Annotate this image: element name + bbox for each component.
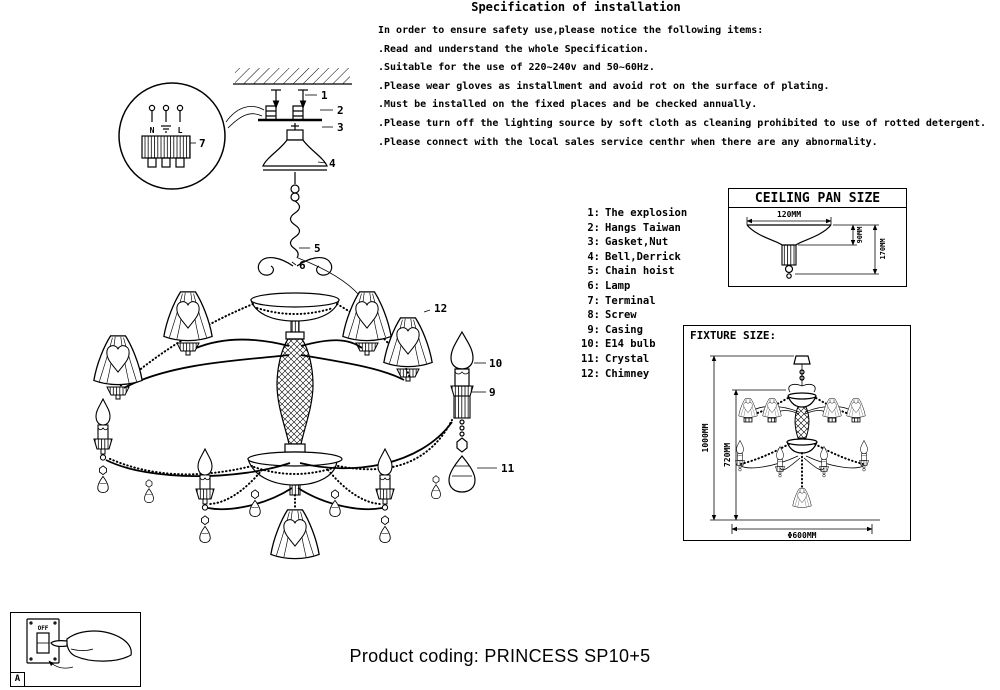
product-coding: Product coding: PRINCESS SP10+5 [349,646,651,666]
chandelier-diagram: N L [93,68,515,560]
instructions-intro: In order to ensure safety use,please not… [378,25,764,36]
callout-4: 4 [329,157,336,170]
parts-list-item: 12:Chimney [581,367,650,380]
parts-list-item: 10:E14 bulb [581,338,656,351]
fixture-size-box: FIXTURE SIZE: [683,325,911,541]
fixture-dimensions: 1000MM 720MM Φ600MM [701,355,880,538]
terminal-label-l: L [178,126,183,135]
ceiling-mount [233,68,352,130]
ceiling-pan-height-label: 170MM [879,238,887,259]
parts-list-item: 5:Chain hoist [587,265,675,278]
callout-3: 3 [337,121,344,134]
parts-list-item: 3:Gasket,Nut [587,236,669,249]
instruction-item: .Read and understand the whole Specifica… [378,43,649,55]
instruction-item: .Please turn off the lighting source by … [378,117,987,129]
callout-2: 2 [337,104,344,117]
callout-9: 9 [489,386,496,399]
bottom-pendant [249,489,341,560]
callouts: 1 2 3 4 5 6 7 12 10 9 11 [190,89,515,475]
lamp-detail [448,330,476,493]
canopy-bell [262,129,328,202]
parts-list-item: 7:Terminal [587,294,656,307]
fixture-total-height-label: 1000MM [701,423,710,452]
instruction-item: .Please wear gloves as installment and a… [378,80,830,92]
switch-off-label: OFF [38,625,49,632]
ceiling-pan-diagram: 120MM 90MM 170MM [746,210,887,279]
mini-chandelier [735,355,869,508]
chimney-shade [342,291,392,342]
center-column [276,331,314,453]
fixture-diameter-label: Φ600MM [788,531,817,538]
ceiling-pan-title: CEILING PAN SIZE [729,189,906,208]
switch-illustration: OFF [26,618,132,669]
parts-list-item: 8:Screw [587,309,637,322]
chimney-shade [383,317,433,368]
parts-list-item: 6:Lamp [587,279,631,292]
ceiling-pan-width-label: 120MM [777,210,801,219]
callout-5: 5 [314,242,321,255]
lower-bowl [247,451,343,496]
callout-1: 1 [321,89,328,102]
callout-6: 6 [299,259,306,272]
terminal-detail: N L [118,82,265,190]
switch-instruction-box: OFF A [10,612,141,687]
callout-12: 12 [434,302,447,315]
scroll-ornaments [257,256,333,276]
parts-list-item: 2:Hangs Taiwan [587,221,681,234]
fixture-body-height-label: 720MM [723,443,732,467]
chimney-shade [270,509,320,560]
instruction-item: .Must be installed on the fixed places a… [378,99,758,111]
safety-instructions: In order to ensure safety use,please not… [378,22,998,152]
hand-icon [50,630,132,662]
instruction-item: .Please connect with the local sales ser… [378,136,878,148]
figure-corner-label: A [11,672,25,686]
ceiling-pan-depth-label: 90MM [856,227,864,244]
callout-10: 10 [489,357,502,370]
page-title: Specification of installation [471,0,681,14]
terminal-label-n: N [150,126,155,135]
terminal-screws [148,104,184,122]
callout-11: 11 [501,462,515,475]
fixture-size-title: FIXTURE SIZE: [690,329,777,342]
parts-list-item: 11:Crystal [581,352,650,365]
callout-7: 7 [199,137,206,150]
earth-symbol-icon [161,125,171,133]
chimney-shade [93,335,143,386]
parts-list-item: 9:Casing [587,323,643,336]
chimney-shade [163,291,213,342]
parts-list: 1:The explosion 2:Hangs Taiwan 3:Gasket,… [578,206,687,381]
ceiling-pan-size-box: CEILING PAN SIZE 120MM 90MM 170MM [728,188,907,287]
lower-arms [105,419,453,511]
chain-hoist [289,200,361,297]
parts-list-item: 4:Bell,Derrick [587,250,681,263]
fixture-size-diagram: 1000MM 720MM Φ600MM [701,355,880,538]
instruction-item: .Suitable for the use of 220~240v and 50… [378,62,655,74]
top-bowl [250,292,340,333]
parts-list-item: 1:The explosion [587,207,688,219]
